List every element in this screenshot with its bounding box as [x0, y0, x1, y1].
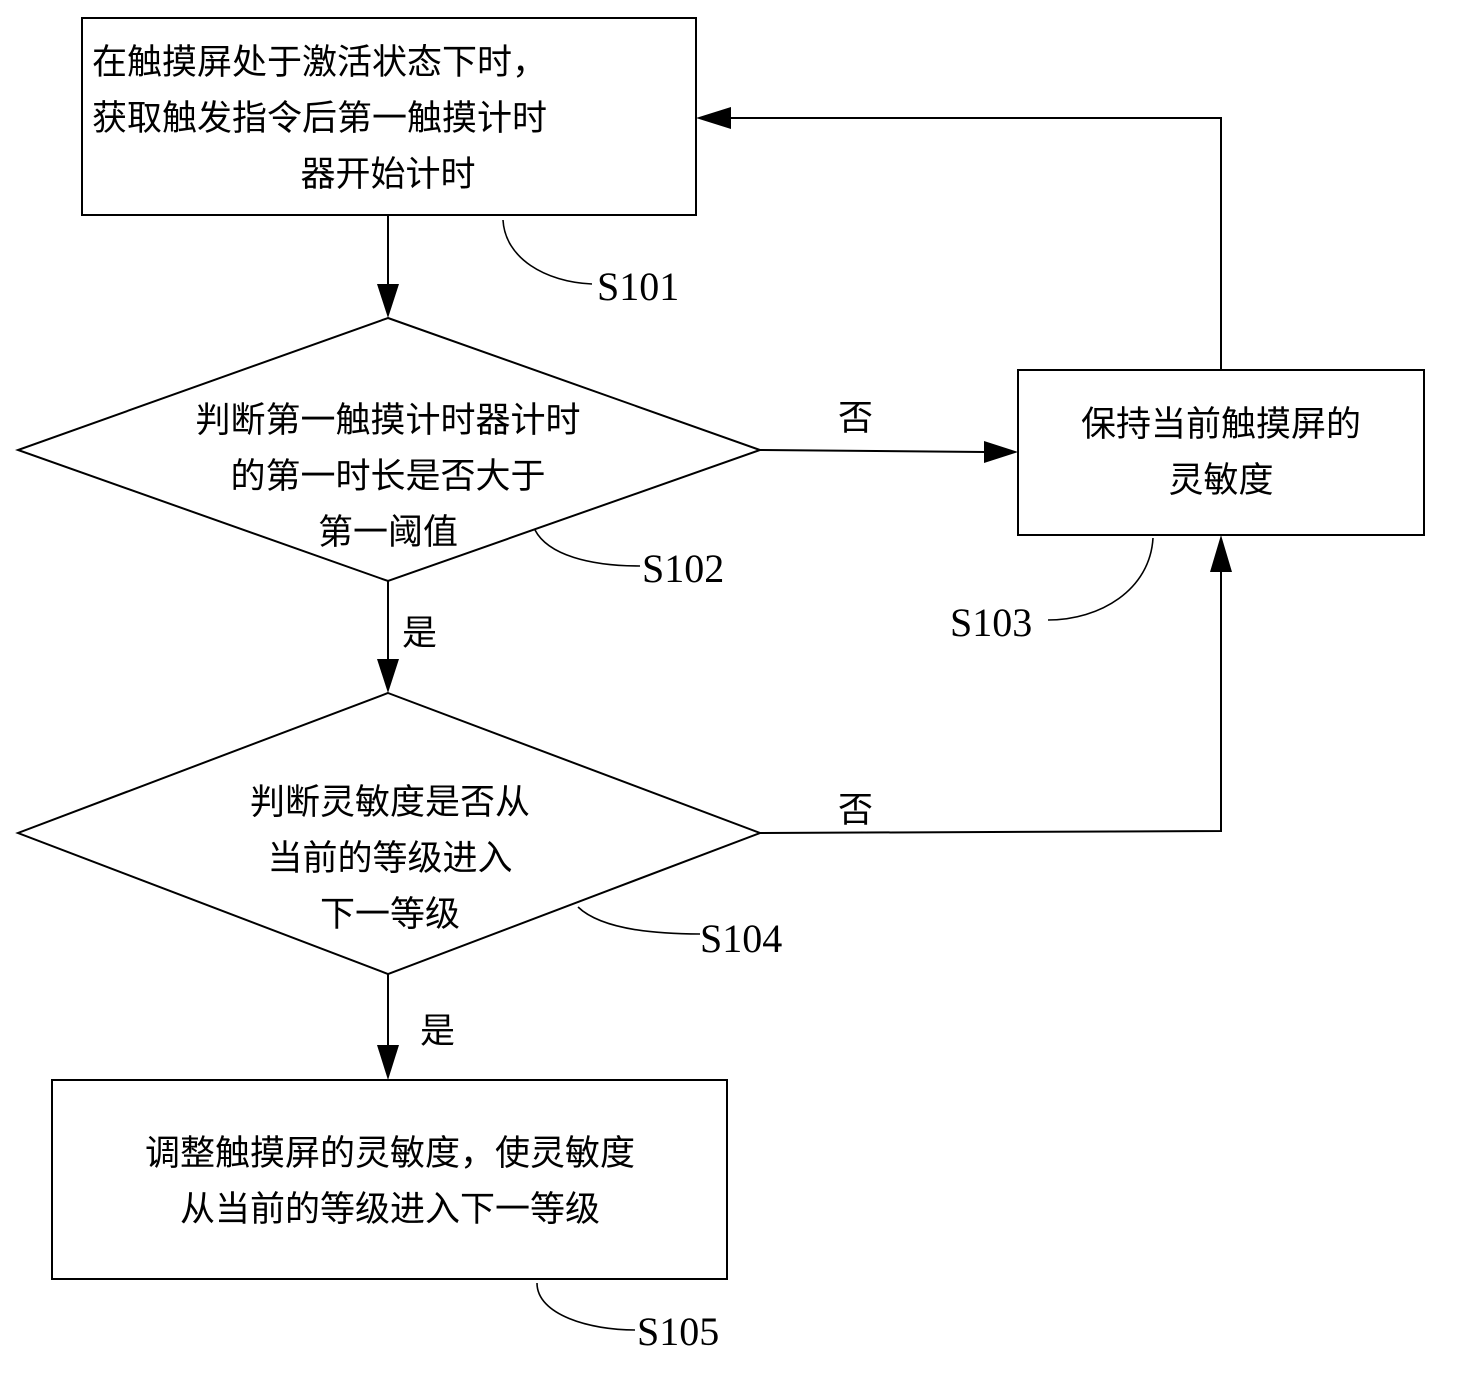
node-s105: 调整触摸屏的灵敏度，使灵敏度 从当前的等级进入下一等级 S105 — [52, 1080, 727, 1354]
step-s101-label: S101 — [597, 264, 679, 309]
step-s105-label: S105 — [637, 1309, 719, 1354]
step-s102-label: S102 — [642, 546, 724, 591]
node-s101-line-3: 器开始计时 — [300, 155, 475, 195]
step-s101-leader — [503, 220, 592, 284]
node-s102-line-1: 判断第一触摸计时器计时 — [195, 401, 580, 441]
node-s102: 判断第一触摸计时器计时 的第一时长是否大于 第一阈值 S102 — [18, 318, 760, 591]
node-s103-box — [1018, 370, 1424, 535]
edge-s102-no-label: 否 — [838, 399, 873, 439]
node-s103: 保持当前触摸屏的 灵敏度 S103 — [950, 370, 1424, 645]
arrowhead-down-icon — [377, 659, 399, 693]
node-s101-line-1: 在触摸屏处于激活状态下时， — [92, 43, 547, 83]
edge-s104-to-s105: 是 — [377, 974, 455, 1080]
node-s105-line-2: 从当前的等级进入下一等级 — [180, 1190, 600, 1230]
edge-s104-no-label: 否 — [838, 791, 873, 831]
node-s104-line-1: 判断灵敏度是否从 — [250, 783, 530, 823]
step-s102-leader — [535, 530, 640, 566]
arrowhead-down-icon — [377, 284, 399, 318]
arrowhead-up-icon — [1210, 535, 1232, 572]
step-s105-leader — [537, 1283, 635, 1330]
edge-s102-to-s103-line — [760, 450, 985, 452]
node-s103-line-2: 灵敏度 — [1168, 461, 1273, 501]
arrowhead-left-icon — [696, 107, 731, 129]
arrowhead-right-icon — [984, 441, 1018, 463]
arrowhead-down-icon — [377, 1045, 399, 1080]
node-s104: 判断灵敏度是否从 当前的等级进入 下一等级 S104 — [18, 693, 782, 974]
edge-s104-to-s103: 否 — [760, 535, 1232, 833]
step-s104-leader — [578, 907, 700, 934]
node-s105-box — [52, 1080, 727, 1279]
node-s103-line-1: 保持当前触摸屏的 — [1081, 405, 1361, 445]
node-s101-line-2: 获取触发指令后第一触摸计时 — [92, 99, 547, 139]
step-s103-label: S103 — [950, 600, 1032, 645]
node-s104-line-3: 下一等级 — [320, 895, 460, 935]
edge-s103-to-s101-line — [730, 118, 1221, 370]
edge-s102-to-s104: 是 — [377, 581, 437, 693]
node-s102-line-3: 第一阈值 — [318, 513, 458, 553]
edge-s104-yes-label: 是 — [420, 1012, 455, 1052]
edge-s103-to-s101 — [696, 107, 1221, 370]
edge-s102-yes-label: 是 — [402, 614, 437, 654]
edge-s102-to-s103: 否 — [760, 399, 1018, 463]
step-s103-leader — [1048, 538, 1153, 620]
node-s102-line-2: 的第一时长是否大于 — [230, 457, 545, 497]
edge-s101-to-s102 — [377, 215, 399, 318]
node-s104-line-2: 当前的等级进入 — [267, 839, 512, 879]
step-s104-label: S104 — [700, 916, 782, 961]
node-s105-line-1: 调整触摸屏的灵敏度，使灵敏度 — [145, 1134, 635, 1174]
